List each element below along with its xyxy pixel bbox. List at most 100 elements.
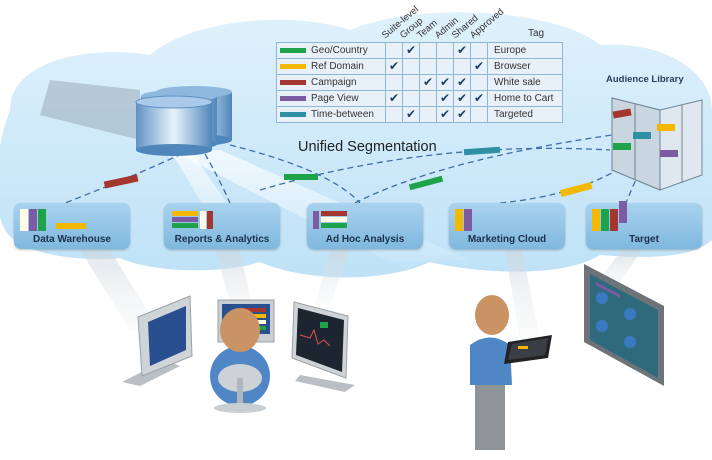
segment-label: Page View <box>311 93 359 104</box>
permission-cell-group <box>402 58 420 75</box>
permission-cell-suite-level <box>385 106 403 123</box>
segment-bar-green <box>172 223 198 228</box>
checkmark-icon: ✔ <box>405 43 417 57</box>
segment-row: Ref Domain✔✔Browser <box>276 58 563 75</box>
segment-label: Ref Domain <box>311 61 364 72</box>
permission-cell-team: ✔ <box>419 74 437 91</box>
segment-bar-red <box>610 209 618 231</box>
permission-cell-shared: ✔ <box>453 106 471 123</box>
segment-color-swatch <box>280 79 306 85</box>
segment-bar-purple <box>172 217 198 222</box>
audience-library-label: Audience Library <box>606 74 684 85</box>
segment-row: Time-between ✔ ✔ ✔ Targeted <box>276 106 563 123</box>
checkmark-icon: ✔ <box>473 91 485 105</box>
permission-cell-approved <box>470 74 488 91</box>
permission-cell-suite-level <box>385 74 403 91</box>
segment-tag: Browser <box>487 58 563 75</box>
permission-cell-suite-level <box>385 42 403 59</box>
permission-cell-group <box>402 74 420 91</box>
segment-color-swatch <box>280 47 306 53</box>
segment-bar-green <box>601 209 609 231</box>
person-icon <box>210 299 275 413</box>
permission-cell-suite-level: ✔ <box>385 90 403 107</box>
permission-cell-shared: ✔ <box>453 90 471 107</box>
checkmark-icon: ✔ <box>439 91 451 105</box>
permission-cell-approved <box>470 42 488 59</box>
segment-tag: Europe <box>487 42 563 59</box>
permission-cell-admin: ✔ <box>436 74 454 91</box>
checkmark-icon: ✔ <box>439 107 451 121</box>
segment-label-cell: Time-between <box>276 106 386 123</box>
segment-label-cell: Campaign <box>276 74 386 91</box>
destination-node[interactable]: Marketing Cloud <box>449 203 565 249</box>
segment-bar-white <box>200 211 206 229</box>
permission-cell-suite-level: ✔ <box>385 58 403 75</box>
segment-bar-yellow <box>56 223 86 229</box>
checkmark-icon: ✔ <box>388 91 400 105</box>
checkmark-icon: ✔ <box>473 59 485 73</box>
tag-column-header: Tag <box>528 28 545 39</box>
segment-bar-white <box>20 209 28 231</box>
destination-node[interactable]: Reports & Analytics <box>164 203 280 249</box>
permission-cell-team <box>419 106 437 123</box>
permission-cell-shared: ✔ <box>453 74 471 91</box>
permission-cell-group: ✔ <box>402 106 420 123</box>
tablet-icon <box>504 335 552 364</box>
checkmark-icon: ✔ <box>456 43 468 57</box>
segment-bar-purple <box>29 209 37 231</box>
checkmark-icon: ✔ <box>456 75 468 89</box>
segment-label-cell: Geo/Country <box>276 42 386 59</box>
destination-node[interactable]: Data Warehouse <box>14 203 130 249</box>
permission-cell-team <box>419 42 437 59</box>
diagram-title: Unified Segmentation <box>298 139 437 155</box>
checkmark-icon: ✔ <box>388 59 400 73</box>
segment-row: Campaign✔✔✔White sale <box>276 74 563 91</box>
segment-bar-red <box>321 211 347 216</box>
permission-cell-admin <box>436 42 454 59</box>
segment-color-swatch <box>280 111 306 117</box>
checkmark-icon: ✔ <box>405 107 417 121</box>
destination-label: Data Warehouse <box>33 234 111 245</box>
segment-color-swatch <box>280 95 306 101</box>
segment-bar-purple <box>464 209 472 231</box>
segment-label: Time-between <box>311 109 374 120</box>
segment-bar-red <box>207 211 213 229</box>
segment-label-cell: Ref Domain <box>276 58 386 75</box>
monitor-icon <box>122 295 193 386</box>
monitor-icon <box>291 301 355 392</box>
permission-cell-admin: ✔ <box>436 106 454 123</box>
person-icon <box>470 295 552 450</box>
segment-bar-white <box>321 217 347 222</box>
destination-label: Ad Hoc Analysis <box>325 234 405 245</box>
segment-row: Page View✔✔✔✔Home to Cart <box>276 90 563 107</box>
segment-packets <box>103 146 593 198</box>
checkmark-icon: ✔ <box>422 75 434 89</box>
segment-bar-green <box>38 209 46 231</box>
segment-tag: Targeted <box>487 106 563 123</box>
segment-bar-yellow <box>592 209 600 231</box>
permission-cell-admin <box>436 58 454 75</box>
segment-tag: Home to Cart <box>487 90 563 107</box>
permission-cell-approved <box>470 106 488 123</box>
segment-bar-green <box>321 223 347 228</box>
permission-cell-admin: ✔ <box>436 90 454 107</box>
permission-cell-team <box>419 90 437 107</box>
destination-node[interactable]: Ad Hoc Analysis <box>307 203 423 249</box>
permission-cell-group: ✔ <box>402 42 420 59</box>
database-icon <box>40 80 232 156</box>
permission-cell-approved: ✔ <box>470 58 488 75</box>
checkmark-icon: ✔ <box>439 75 451 89</box>
segment-bar-purple <box>619 201 627 223</box>
segment-bar-yellow <box>172 211 198 216</box>
checkmark-icon: ✔ <box>456 91 468 105</box>
destination-node[interactable]: Target <box>586 201 702 249</box>
permission-cell-shared <box>453 58 471 75</box>
segment-bar-yellow <box>455 209 463 231</box>
permission-cell-group <box>402 90 420 107</box>
segment-label: Geo/Country <box>311 45 368 56</box>
checkmark-icon: ✔ <box>456 107 468 121</box>
segment-bar-purple <box>313 211 319 229</box>
segment-label: Campaign <box>311 77 357 88</box>
permission-cell-shared: ✔ <box>453 42 471 59</box>
